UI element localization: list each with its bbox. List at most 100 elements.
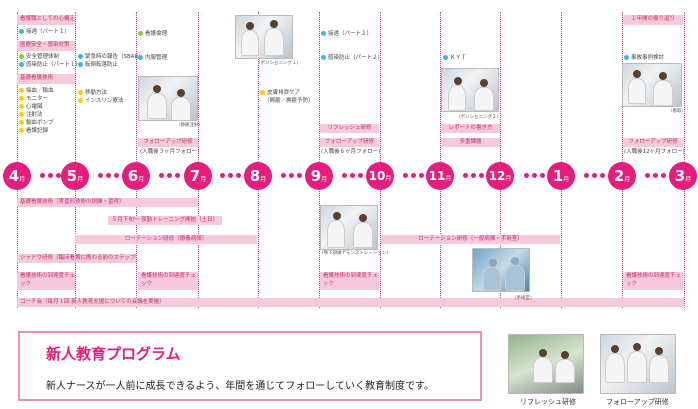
month-marker: 9月 <box>305 162 333 190</box>
header-nurse-attitude: 看護職としての心構え <box>17 15 75 25</box>
bullet-icon <box>78 54 83 59</box>
bullet-icon <box>321 55 326 60</box>
bullet-icon <box>138 55 143 60</box>
apr-item: 安全管理体制 <box>19 53 59 61</box>
photo-caption: （嚥下訓練デモンストレーション） <box>319 251 391 256</box>
program-box: 新人教育プログラム 新人ナースが一人前に成長できるよう、年間を通じてフォローして… <box>18 331 482 401</box>
photo-caption: （看取） <box>668 109 686 114</box>
photo-positioning-1 <box>235 15 293 59</box>
followup-12-sub: (入職後12ヶ月フォロー) <box>624 149 685 155</box>
photo-caption: （手術室） <box>512 296 535 301</box>
person-icon <box>270 20 278 28</box>
grid-line <box>684 12 685 308</box>
bar-coach-meeting: コーチ会（毎月１回 新人教育支援についての会議を実施） <box>17 298 684 307</box>
person-icon <box>659 72 667 80</box>
photo-caption: （ポジショニング１） <box>256 61 301 66</box>
person-icon <box>359 214 367 222</box>
bar-night-training: ５月下旬～ 夜勤トレーニング開始（土日） <box>108 216 222 225</box>
grid-line <box>622 12 623 308</box>
photo-injection <box>138 76 198 121</box>
followup-6-sub: (入職後６ヶ月フォロー) <box>321 149 381 155</box>
apr-item: 接遇（パート１） <box>19 28 70 36</box>
may-item: 移動方法 <box>78 89 107 97</box>
photo-end-of-life <box>622 63 682 107</box>
month-marker: 5月 <box>61 162 89 190</box>
feb-item: 事故事例検討 <box>624 54 664 62</box>
header-report: レポートの書き方 <box>441 124 500 133</box>
apr-item: 看護記録 <box>19 127 48 135</box>
bullet-icon <box>19 120 24 125</box>
grid-line <box>319 12 320 308</box>
person-icon <box>333 212 341 220</box>
bar-shadow: シャドウ研修（臨床看護に携わる前のステップ研修） <box>17 254 136 263</box>
apr-item: 注射法 <box>19 111 43 119</box>
person-icon <box>489 259 497 267</box>
month-marker: 6月 <box>122 162 150 190</box>
header-followup-3: フォローアップ研修 <box>138 138 198 147</box>
person-icon <box>633 70 641 78</box>
month-marker: 7月 <box>184 162 212 190</box>
photo-caption: （ポジショニング２） <box>456 115 501 120</box>
bar-rotation-1: ローテーション研修（療養病棟） <box>75 235 257 244</box>
sep-item: 接遇（パート２） <box>321 30 372 38</box>
bullet-icon <box>19 104 24 109</box>
grid-line <box>380 12 381 308</box>
photo-caption: フォローアップ研修 <box>606 398 669 406</box>
photo-caption: （静脈注射） <box>176 123 203 128</box>
program-description: 新人ナースが一人前に成長できるよう、年間を通じてフォローしていく教育制度です。 <box>46 381 434 392</box>
person-icon <box>561 351 569 359</box>
jun-item: 内服管理 <box>138 54 167 62</box>
month-marker: 1月 <box>547 162 575 190</box>
bullet-icon <box>78 90 83 95</box>
header-look-back: １年間の振り返り <box>623 15 683 25</box>
photo-refresh-training <box>508 334 584 394</box>
may-item: 転倒転落防止 <box>78 61 118 69</box>
check-bar: 看護技術の到達度チェック <box>138 272 198 290</box>
may-item: インスリン療法 <box>78 97 123 105</box>
photo-positioning-2 <box>441 68 499 112</box>
header-medical-safety: 医療安全・感染対策 <box>17 41 75 51</box>
person-icon <box>511 257 519 265</box>
person-icon <box>655 347 663 355</box>
nov-item: ＫＹＴ <box>443 54 467 62</box>
person-icon <box>480 79 488 87</box>
jun-item: 看護倫理 <box>138 30 167 38</box>
grid-line <box>136 12 137 308</box>
month-marker: 10月 <box>366 162 394 190</box>
person-icon <box>454 77 462 85</box>
grid-line <box>258 12 259 308</box>
person-icon <box>633 343 641 351</box>
photo-swallow-demo <box>320 205 378 250</box>
bullet-icon <box>19 88 24 93</box>
month-marker: 8月 <box>244 162 272 190</box>
header-refresh: リフレッシュ研修 <box>320 124 379 133</box>
program-title: 新人教育プログラム <box>46 345 181 363</box>
apr-item: モニター <box>19 95 48 103</box>
person-icon <box>153 85 161 93</box>
bullet-icon <box>624 55 629 60</box>
followup-3-sub: (入職後３ヶ月フォロー) <box>140 149 200 155</box>
bullet-icon <box>19 29 24 34</box>
apr-item: 心電図 <box>19 103 43 111</box>
month-marker: 4月 <box>3 162 31 190</box>
sep-item: 感染防止（パート２） <box>321 54 383 62</box>
grid-line <box>198 12 199 308</box>
person-icon <box>611 345 619 353</box>
bar-rotation-2: ローテーション研修（一般病棟・手術室） <box>381 235 560 244</box>
aug-item: （褥瘡／褥瘡予防） <box>264 98 314 104</box>
bullet-icon <box>138 31 143 36</box>
check-bar: 看護技術の到達度チェック <box>623 272 683 290</box>
header-multiple-tasks: 多重課題 <box>441 138 500 147</box>
grid-line <box>561 12 562 308</box>
apr-item: 感染防止（パート１） <box>19 61 81 69</box>
aug-item: 皮膚排泄ケア <box>260 89 300 97</box>
check-bar: 看護技術の到達度チェック <box>17 272 75 290</box>
header-followup-12: フォローアップ研修 <box>623 138 683 147</box>
grid-line <box>440 12 441 308</box>
may-item: 緊急時の報告（SBAR） <box>78 53 144 61</box>
bullet-icon <box>260 90 265 95</box>
month-marker: 2月 <box>608 162 636 190</box>
bullet-icon <box>19 112 24 117</box>
person-icon <box>177 89 185 97</box>
bullet-icon <box>19 54 24 59</box>
